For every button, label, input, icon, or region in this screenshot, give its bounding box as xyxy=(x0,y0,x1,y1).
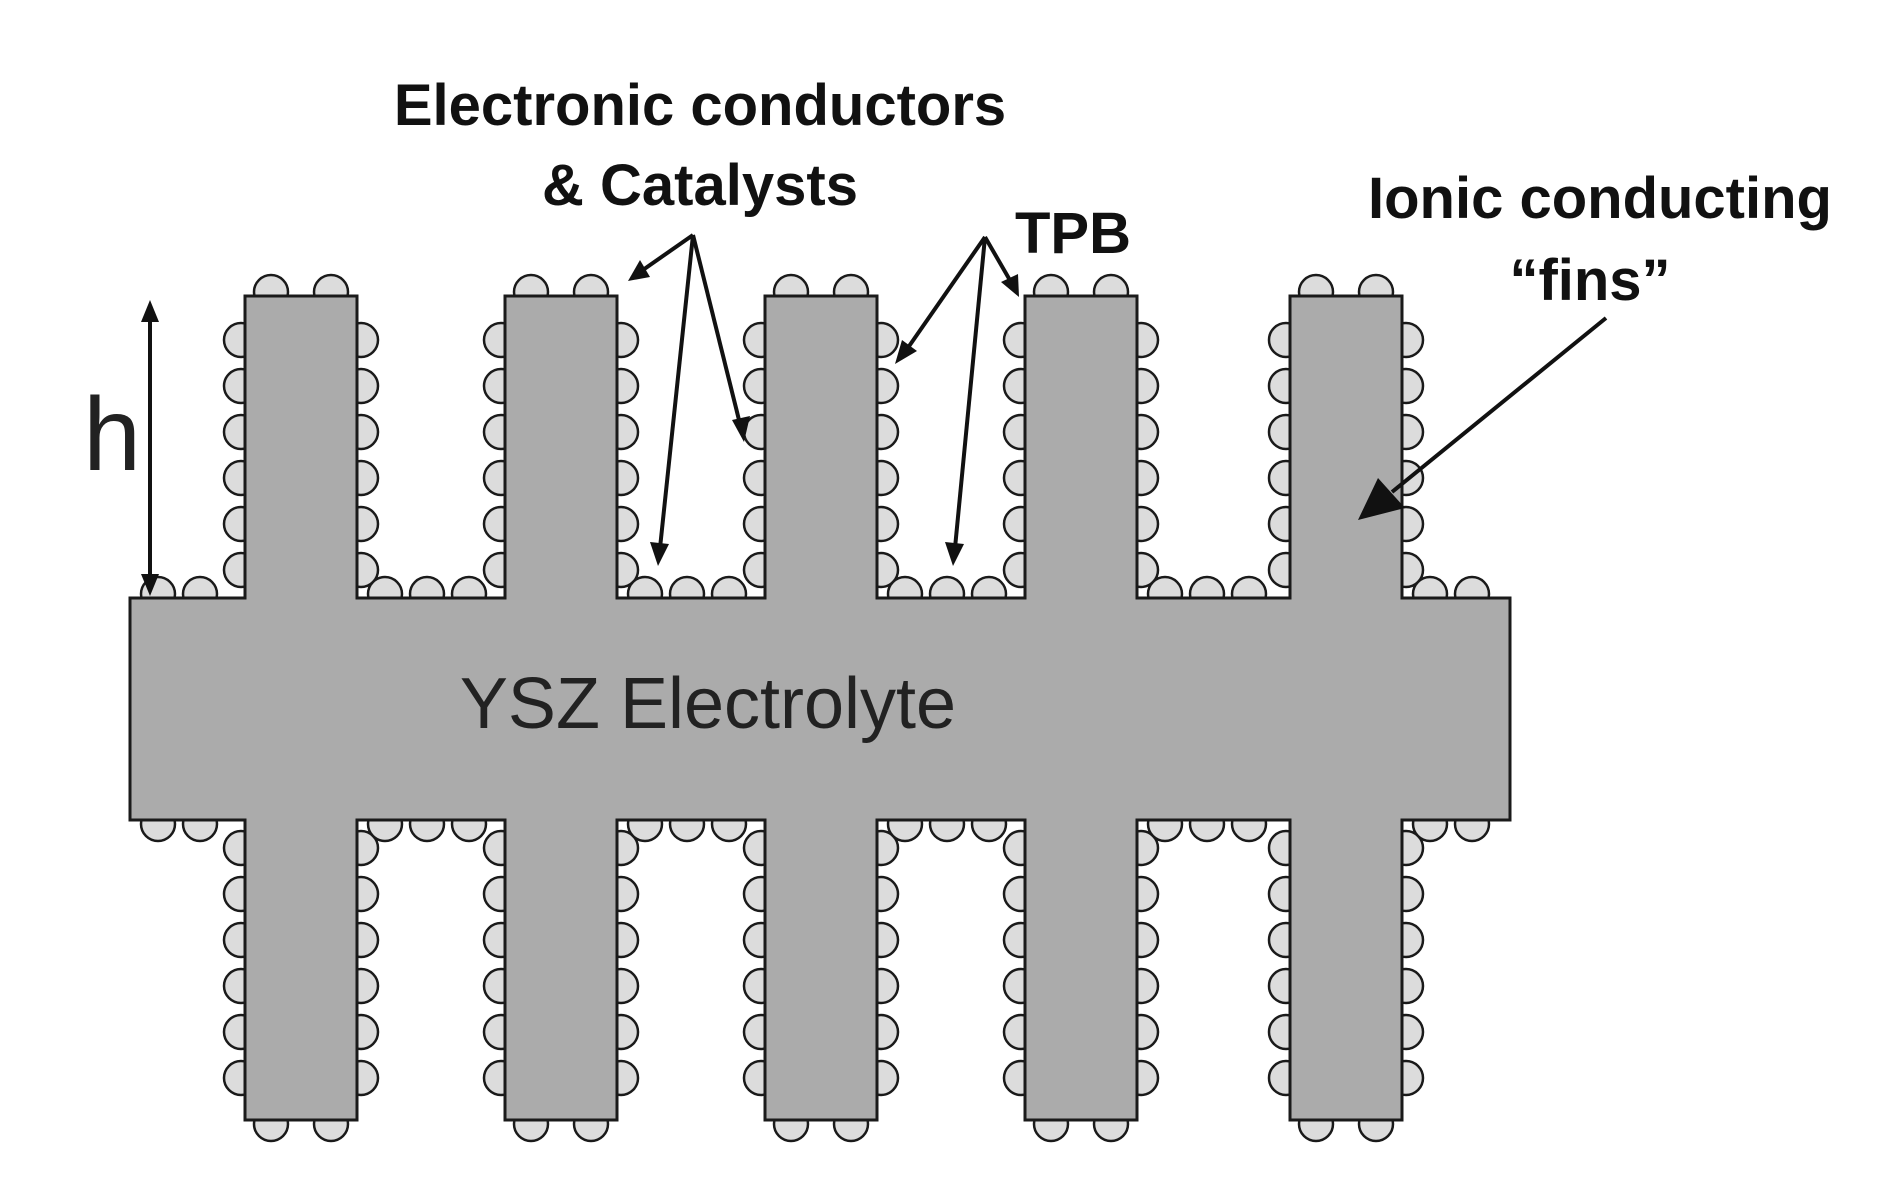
height-label: h xyxy=(83,377,141,493)
tpb-label: TPB xyxy=(1015,201,1131,266)
height-dimension xyxy=(141,300,159,596)
ionic-fins-label-line1: Ionic conducting xyxy=(1368,166,1832,231)
electronic-conductors-label-line1: Electronic conductors xyxy=(394,73,1006,138)
electronic-conductors-label-line2: & Catalysts xyxy=(542,153,858,218)
ysz-electrolyte-with-fins xyxy=(128,294,1512,1122)
electronic-conductors-arrows xyxy=(628,233,750,566)
ionic-fins-arrow xyxy=(1358,316,1608,520)
electrolyte-label: YSZ Electrolyte xyxy=(460,664,956,744)
tpb-arrows xyxy=(895,235,1019,566)
ionic-fins-label-line2: “fins” xyxy=(1509,248,1670,313)
